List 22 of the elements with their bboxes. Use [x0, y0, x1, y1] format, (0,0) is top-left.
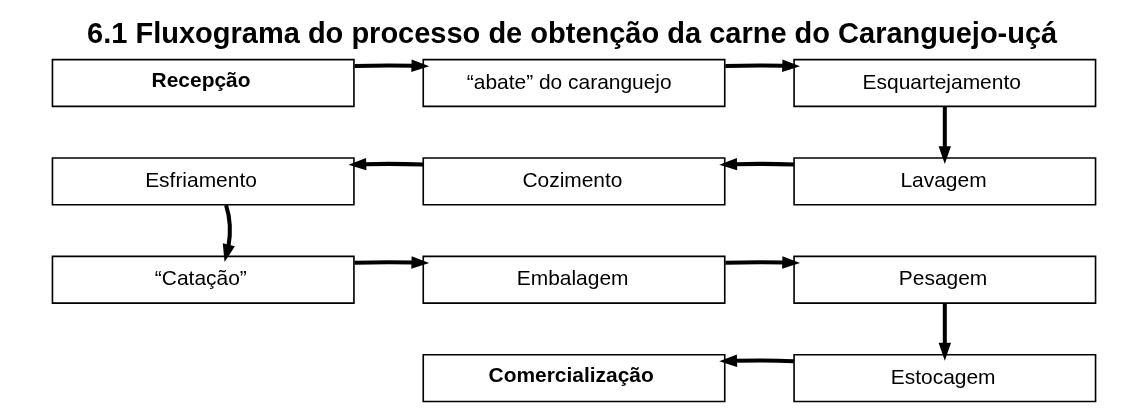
node-box: “Catação”: [51, 255, 355, 304]
arrow: [222, 204, 235, 263]
arrow: [938, 303, 952, 361]
node-box: Pesagem: [793, 255, 1097, 304]
node-box: Recepção: [51, 58, 355, 108]
node-box: Esfriamento: [51, 157, 355, 206]
node-box: Lavagem: [793, 157, 1097, 206]
arrow: [725, 256, 801, 269]
arrow: [354, 256, 430, 269]
arrow: [725, 59, 801, 72]
node-box: Cozimento: [422, 157, 726, 206]
diagram-title: 6.1 Fluxograma do processo de obtenção da carne do Caranguejo-uçá: [87, 16, 1058, 49]
arrow: [354, 59, 430, 72]
node-box: Estocagem: [793, 353, 1097, 403]
arrow: [719, 157, 794, 171]
node-box: Comercialização: [422, 353, 726, 403]
arrow: [719, 354, 794, 368]
arrow: [938, 106, 952, 164]
node-box: Esquartejamento: [793, 58, 1097, 108]
arrow: [348, 157, 424, 171]
node-box: “abate” do caranguejo: [422, 58, 726, 108]
node-box: Embalagem: [422, 255, 726, 304]
